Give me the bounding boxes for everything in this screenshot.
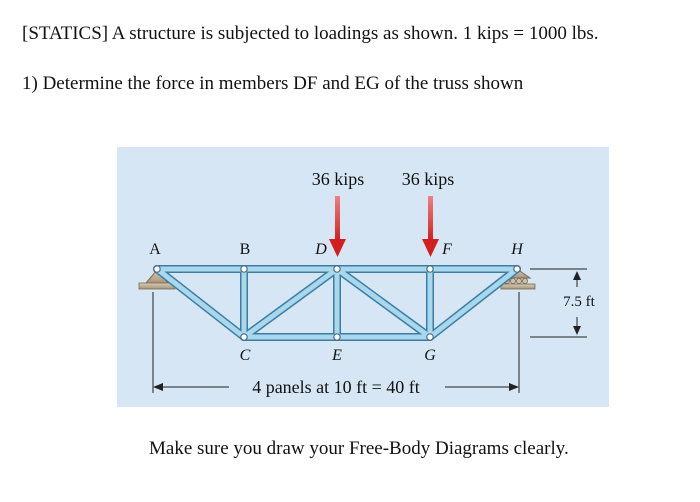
load-label-right: 36 kips bbox=[402, 169, 455, 189]
joint-A bbox=[153, 265, 161, 273]
joint-H bbox=[513, 265, 521, 273]
node-label-B: B bbox=[240, 241, 251, 258]
joint-D bbox=[333, 265, 341, 273]
joint-E bbox=[333, 333, 341, 341]
span-dimension-label: 4 panels at 10 ft = 40 ft bbox=[252, 377, 420, 397]
load-arrows bbox=[329, 196, 439, 257]
span-dimension: 4 panels at 10 ft = 40 ft bbox=[153, 377, 519, 397]
load-label-left: 36 kips bbox=[312, 169, 365, 189]
height-dimension-label: 7.5 ft bbox=[563, 294, 595, 310]
problem-heading: [STATICS] A structure is subjected to lo… bbox=[22, 23, 599, 44]
fbd-note: Make sure you draw your Free-Body Diagra… bbox=[149, 438, 569, 459]
node-label-D: D bbox=[314, 241, 327, 258]
node-label-F: F bbox=[441, 241, 452, 258]
extension-lines bbox=[152, 268, 587, 393]
load-arrow-right bbox=[422, 196, 439, 257]
load-arrow-left bbox=[329, 196, 346, 257]
joint-B bbox=[240, 265, 248, 273]
question-text: 1) Determine the force in members DF and… bbox=[22, 73, 524, 94]
node-label-G: G bbox=[424, 347, 436, 364]
node-label-C: C bbox=[240, 347, 251, 364]
truss-diagram: 36 kips 36 kips A B D F H C E G 7.5 ft bbox=[117, 147, 609, 407]
node-label-E: E bbox=[331, 347, 342, 364]
node-label-A: A bbox=[149, 241, 161, 258]
left-support bbox=[138, 269, 176, 290]
joints bbox=[153, 265, 521, 341]
node-label-H: H bbox=[510, 241, 524, 258]
height-dimension: 7.5 ft bbox=[563, 271, 596, 335]
joint-C bbox=[240, 333, 248, 341]
joint-G bbox=[426, 333, 434, 341]
truss-figure: 36 kips 36 kips A B D F H C E G 7.5 ft bbox=[117, 147, 609, 407]
joint-F bbox=[426, 265, 434, 273]
